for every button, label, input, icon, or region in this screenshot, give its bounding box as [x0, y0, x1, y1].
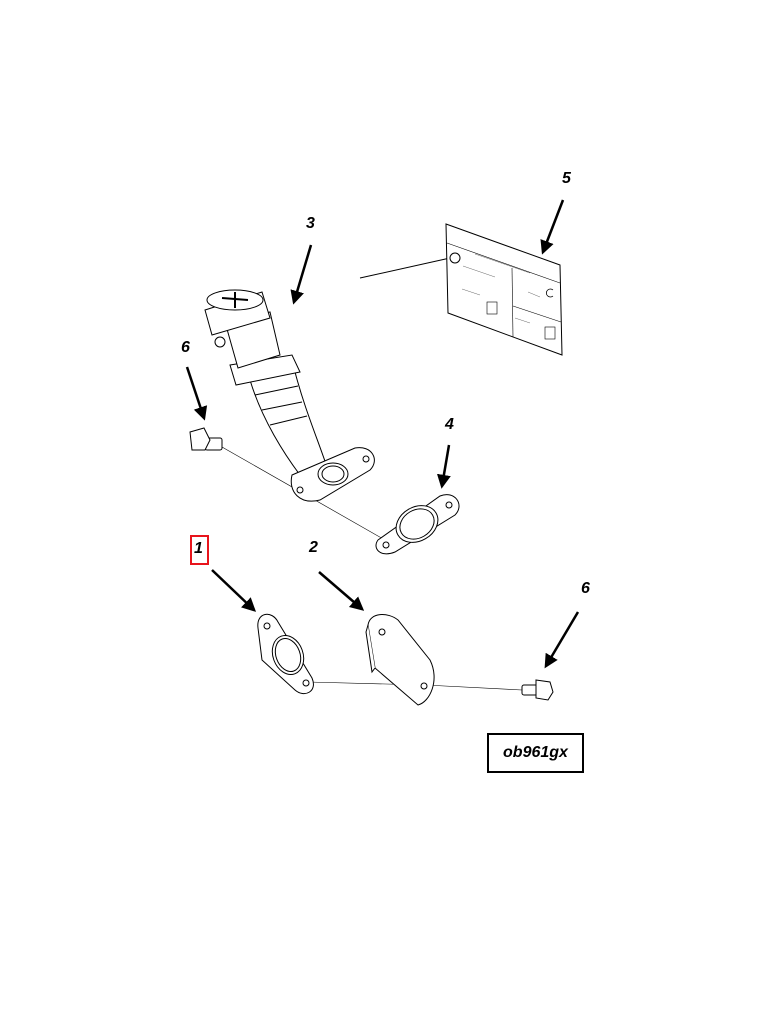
label-plate-part-5 [445, 223, 563, 356]
arrow-part-3 [290, 244, 313, 305]
callout-part-3: 3 [306, 215, 315, 232]
callout-part-2: 2 [309, 539, 318, 556]
arrow-part-4 [436, 444, 451, 489]
leader-line [359, 257, 451, 279]
arrow-part-5 [540, 199, 565, 255]
callout-part-1: 1 [194, 540, 203, 557]
figure-code: ob961gx [503, 744, 568, 761]
cover-plate-part-2 [365, 614, 435, 706]
callout-part-5: 5 [562, 170, 571, 187]
arrow-part-6-lower [544, 611, 580, 669]
callout-highlight-box [190, 535, 209, 565]
arrow-part-2 [318, 571, 365, 611]
bolt-part-6-upper [189, 427, 223, 451]
gasket-part-1 [257, 613, 314, 694]
callout-part-6-lower: 6 [581, 580, 590, 597]
bolt-part-6-lower [521, 679, 554, 701]
callout-part-4: 4 [445, 416, 454, 433]
figure-code-box: ob961gx [487, 733, 584, 773]
arrow-part-1 [211, 569, 257, 612]
arrow-part-6-upper [185, 366, 208, 421]
callout-part-6-upper: 6 [181, 339, 190, 356]
leader-line [424, 684, 523, 691]
tube-part-3 [204, 289, 375, 502]
gasket-part-4 [375, 494, 460, 555]
